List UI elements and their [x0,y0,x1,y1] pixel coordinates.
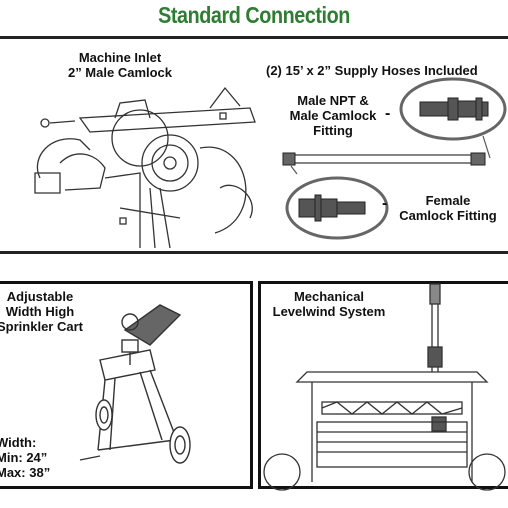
top-divider [0,36,508,39]
sprinkler-cart-panel [0,281,253,489]
cart-line2: Width High [5,304,75,319]
female-fitting-callout [285,176,389,240]
machine-inlet-illustration [34,86,256,249]
sprinkler-cart-illustration [79,304,191,464]
male-fitting-line3: Fitting [313,123,353,138]
levelwind-panel [258,281,508,489]
cart-width-min: Min: 24” [0,450,48,465]
machine-inlet-line1: Machine Inlet [78,50,162,65]
levelwind-illustration [263,283,506,491]
supply-hose-drawing [282,152,486,175]
machine-inlet-label: Machine Inlet 2” Male Camlock [50,50,190,80]
male-fitting-callout [399,77,507,159]
cart-width-specs: Width: Min: 24” Max: 38” [0,435,50,480]
cart-line3: Sprinkler Cart [0,319,83,334]
levelwind-line2: Levelwind System [272,304,386,319]
machine-inlet-line2: 2” Male Camlock [67,65,173,80]
cart-label: Adjustable Width High Sprinkler Cart [0,289,88,334]
male-fitting-label: Male NPT & Male Camlock Fitting [278,93,388,138]
page-title: Standard Connection [158,2,350,28]
middle-divider [0,251,508,254]
hoses-heading: (2) 15’ x 2” Supply Hoses Included [266,63,478,78]
female-fitting-line1: Female [425,193,471,208]
cart-width-label: Width: [0,435,37,450]
female-fitting-line2: Camlock Fitting [399,208,497,223]
female-fitting-label: Female Camlock Fitting [392,193,504,223]
cart-line1: Adjustable [6,289,74,304]
levelwind-line1: Mechanical [293,289,365,304]
levelwind-label: Mechanical Levelwind System [264,289,394,319]
male-dash: - [385,105,391,122]
female-dash: - [382,195,388,212]
male-fitting-line1: Male NPT & [297,93,369,108]
male-fitting-line2: Male Camlock [289,108,377,123]
cart-width-max: Max: 38” [0,465,51,480]
